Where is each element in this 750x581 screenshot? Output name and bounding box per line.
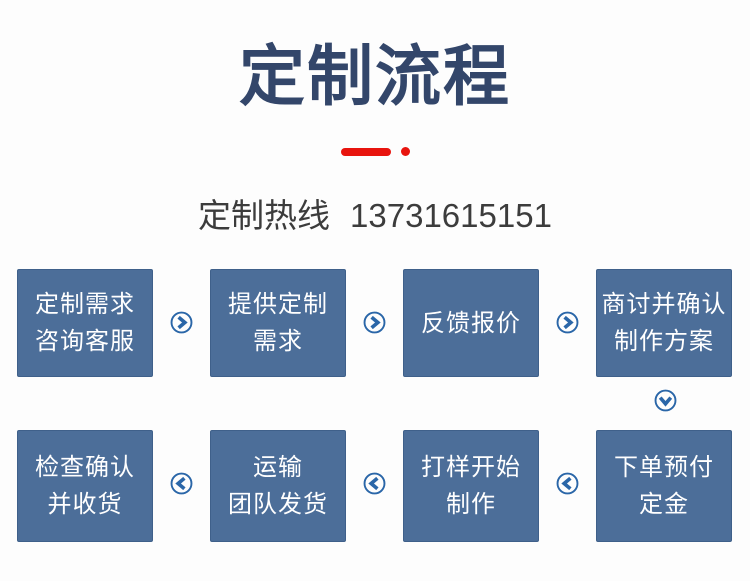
step-label-line: 提供定制 [228, 291, 328, 318]
step-label-line: 团队发货 [228, 491, 328, 518]
section-title: 定制流程 [239, 39, 511, 113]
hotline: 定制热线 13731615151 [0, 196, 750, 236]
divider-dot [400, 147, 410, 156]
step-label-line: 定制需求 [35, 291, 135, 318]
hotline-number: 13731615151 [350, 197, 552, 234]
step-box-shipping: 运输 团队发货 [210, 430, 346, 542]
chevron-right-circle-icon [556, 311, 579, 334]
chevron-left-circle-icon [556, 472, 579, 495]
step-label-line: 需求 [253, 328, 303, 355]
step-label-line: 反馈报价 [421, 309, 521, 337]
chevron-right-circle-icon [363, 311, 386, 334]
chevron-right-circle-icon [170, 311, 193, 334]
step-box-provide-needs: 提供定制 需求 [210, 269, 346, 377]
step-label-line: 运输 [253, 454, 303, 481]
step-label-line: 咨询客服 [35, 328, 135, 355]
step-label-line: 打样开始 [421, 454, 521, 481]
step-label-line: 检查确认 [35, 454, 135, 481]
step-label-line: 下单预付 [614, 454, 714, 481]
step-box-inspect-receive: 检查确认 并收货 [17, 430, 153, 542]
step-label-line: 定金 [639, 491, 689, 518]
chevron-left-circle-icon [170, 472, 193, 495]
step-box-order-deposit: 下单预付 定金 [596, 430, 732, 542]
step-box-quote-feedback: 反馈报价 [403, 269, 539, 377]
title-accent-divider [0, 147, 750, 156]
step-label-line: 并收货 [47, 491, 123, 518]
hotline-label: 定制热线 [198, 197, 331, 234]
step-box-sampling-production: 打样开始 制作 [403, 430, 539, 542]
step-label-line: 商讨并确认 [601, 291, 727, 318]
step-box-consult: 定制需求 咨询客服 [17, 269, 153, 377]
step-label-line: 制作方案 [614, 328, 714, 355]
step-box-confirm-plan: 商讨并确认 制作方案 [596, 269, 732, 377]
step-label-line: 制作 [446, 491, 496, 518]
chevron-down-circle-icon [654, 389, 677, 412]
chevron-left-circle-icon [363, 472, 386, 495]
divider-bar [340, 147, 391, 156]
